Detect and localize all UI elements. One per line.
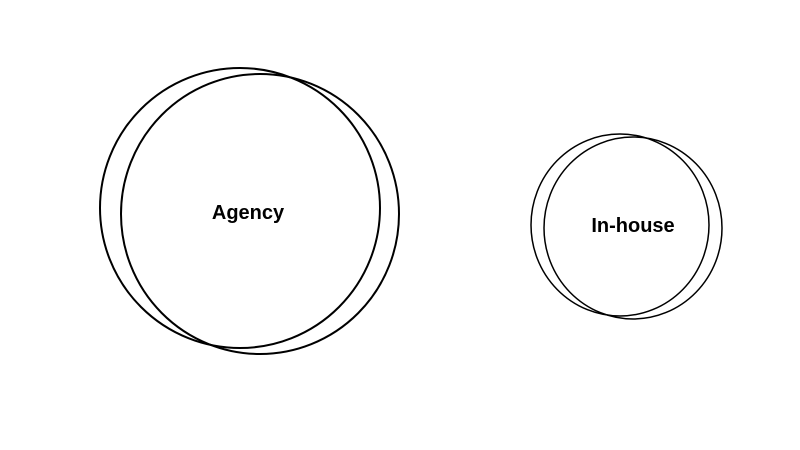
in-house-circle-inner xyxy=(543,136,723,320)
agency-circle-group: Agency xyxy=(99,67,400,355)
in-house-circle-outer xyxy=(530,133,710,317)
agency-circle-outer xyxy=(99,67,381,349)
agency-circle-inner xyxy=(120,73,400,355)
agency-label: Agency xyxy=(212,202,285,224)
in-house-circle-group: In-house xyxy=(530,133,723,320)
in-house-label: In-house xyxy=(591,215,674,237)
